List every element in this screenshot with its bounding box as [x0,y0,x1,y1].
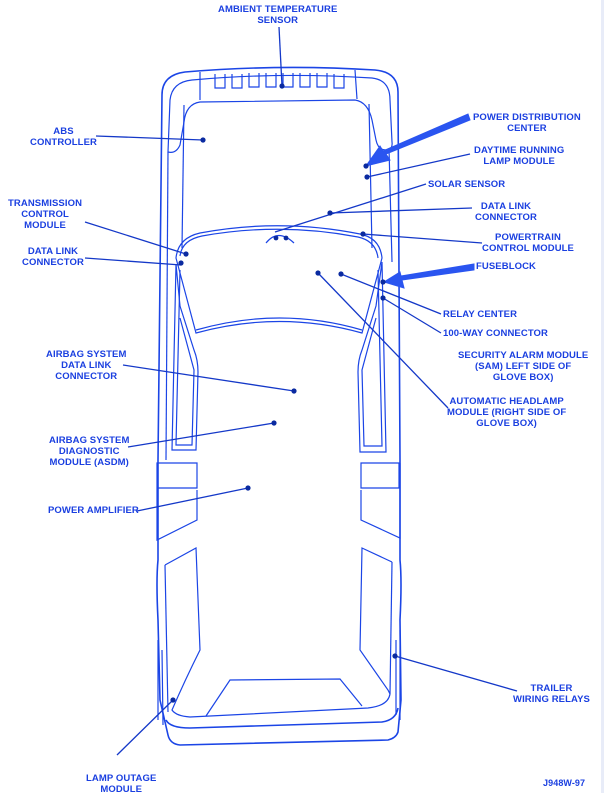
label-data-link-connector-left: DATA LINK CONNECTOR [22,246,84,268]
label-100-way-connector: 100-WAY CONNECTOR [443,328,548,339]
label-powertrain-control-module: POWERTRAIN CONTROL MODULE [482,232,574,254]
label-relay-center: RELAY CENTER [443,309,518,320]
label-ambient-temperature-sensor: AMBIENT TEMPERATURE SENSOR [218,4,338,26]
label-power-amplifier: POWER AMPLIFIER [48,505,139,516]
windshield [175,225,383,334]
left-rear-window [156,462,198,541]
label-security-alarm-module: SECURITY ALARM MODULE (SAM) LEFT SIDE OF… [458,350,589,383]
right-door-panel [357,261,387,453]
vehicle-body-outline [156,66,402,746]
label-lamp-outage-module: LAMP OUTAGE MODULE [86,773,157,795]
label-power-distribution-center: POWER DISTRIBUTION CENTER [473,112,581,134]
label-airbag-diagnostic-module: AIRBAG SYSTEM DIAGNOSTIC MODULE (ASDM) [49,435,130,468]
power-distribution-center-arrow [364,113,471,167]
left-fender-line [181,104,185,249]
label-fuseblock: FUSEBLOCK [476,261,537,272]
label-airbag-data-link-connector: AIRBAG SYSTEM DATA LINK CONNECTOR [46,349,127,382]
label-automatic-headlamp-module: AUTOMATIC HEADLAMP MODULE (RIGHT SIDE OF… [447,396,567,429]
figure-id: J948W-97 [543,778,586,788]
cowl-vents [199,69,358,100]
label-transmission-control-module: TRANSMISSION CONTROL MODULE [8,198,83,231]
left-body-line [165,151,169,461]
label-daytime-running-lamp-module: DAYTIME RUNNING LAMP MODULE [474,145,565,167]
leader-lines [84,26,518,756]
label-data-link-connector-right: DATA LINK CONNECTOR [475,201,537,223]
tailgate-window [205,678,363,717]
solar-sensor-housing [265,234,295,244]
right-rear-window [360,462,401,539]
label-trailer-wiring-relays: TRAILER WIRING RELAYS [513,683,590,705]
rear-bumper [165,707,399,729]
page-edge [601,0,604,793]
left-door-panel [171,263,199,451]
right-fender-line [368,103,393,263]
component-dots [170,83,398,703]
fuseblock-arrow [382,263,475,289]
label-abs-controller: ABS CONTROLLER [30,126,97,148]
label-solar-sensor: SOLAR SENSOR [428,179,506,190]
cargo-area-left [164,547,393,718]
